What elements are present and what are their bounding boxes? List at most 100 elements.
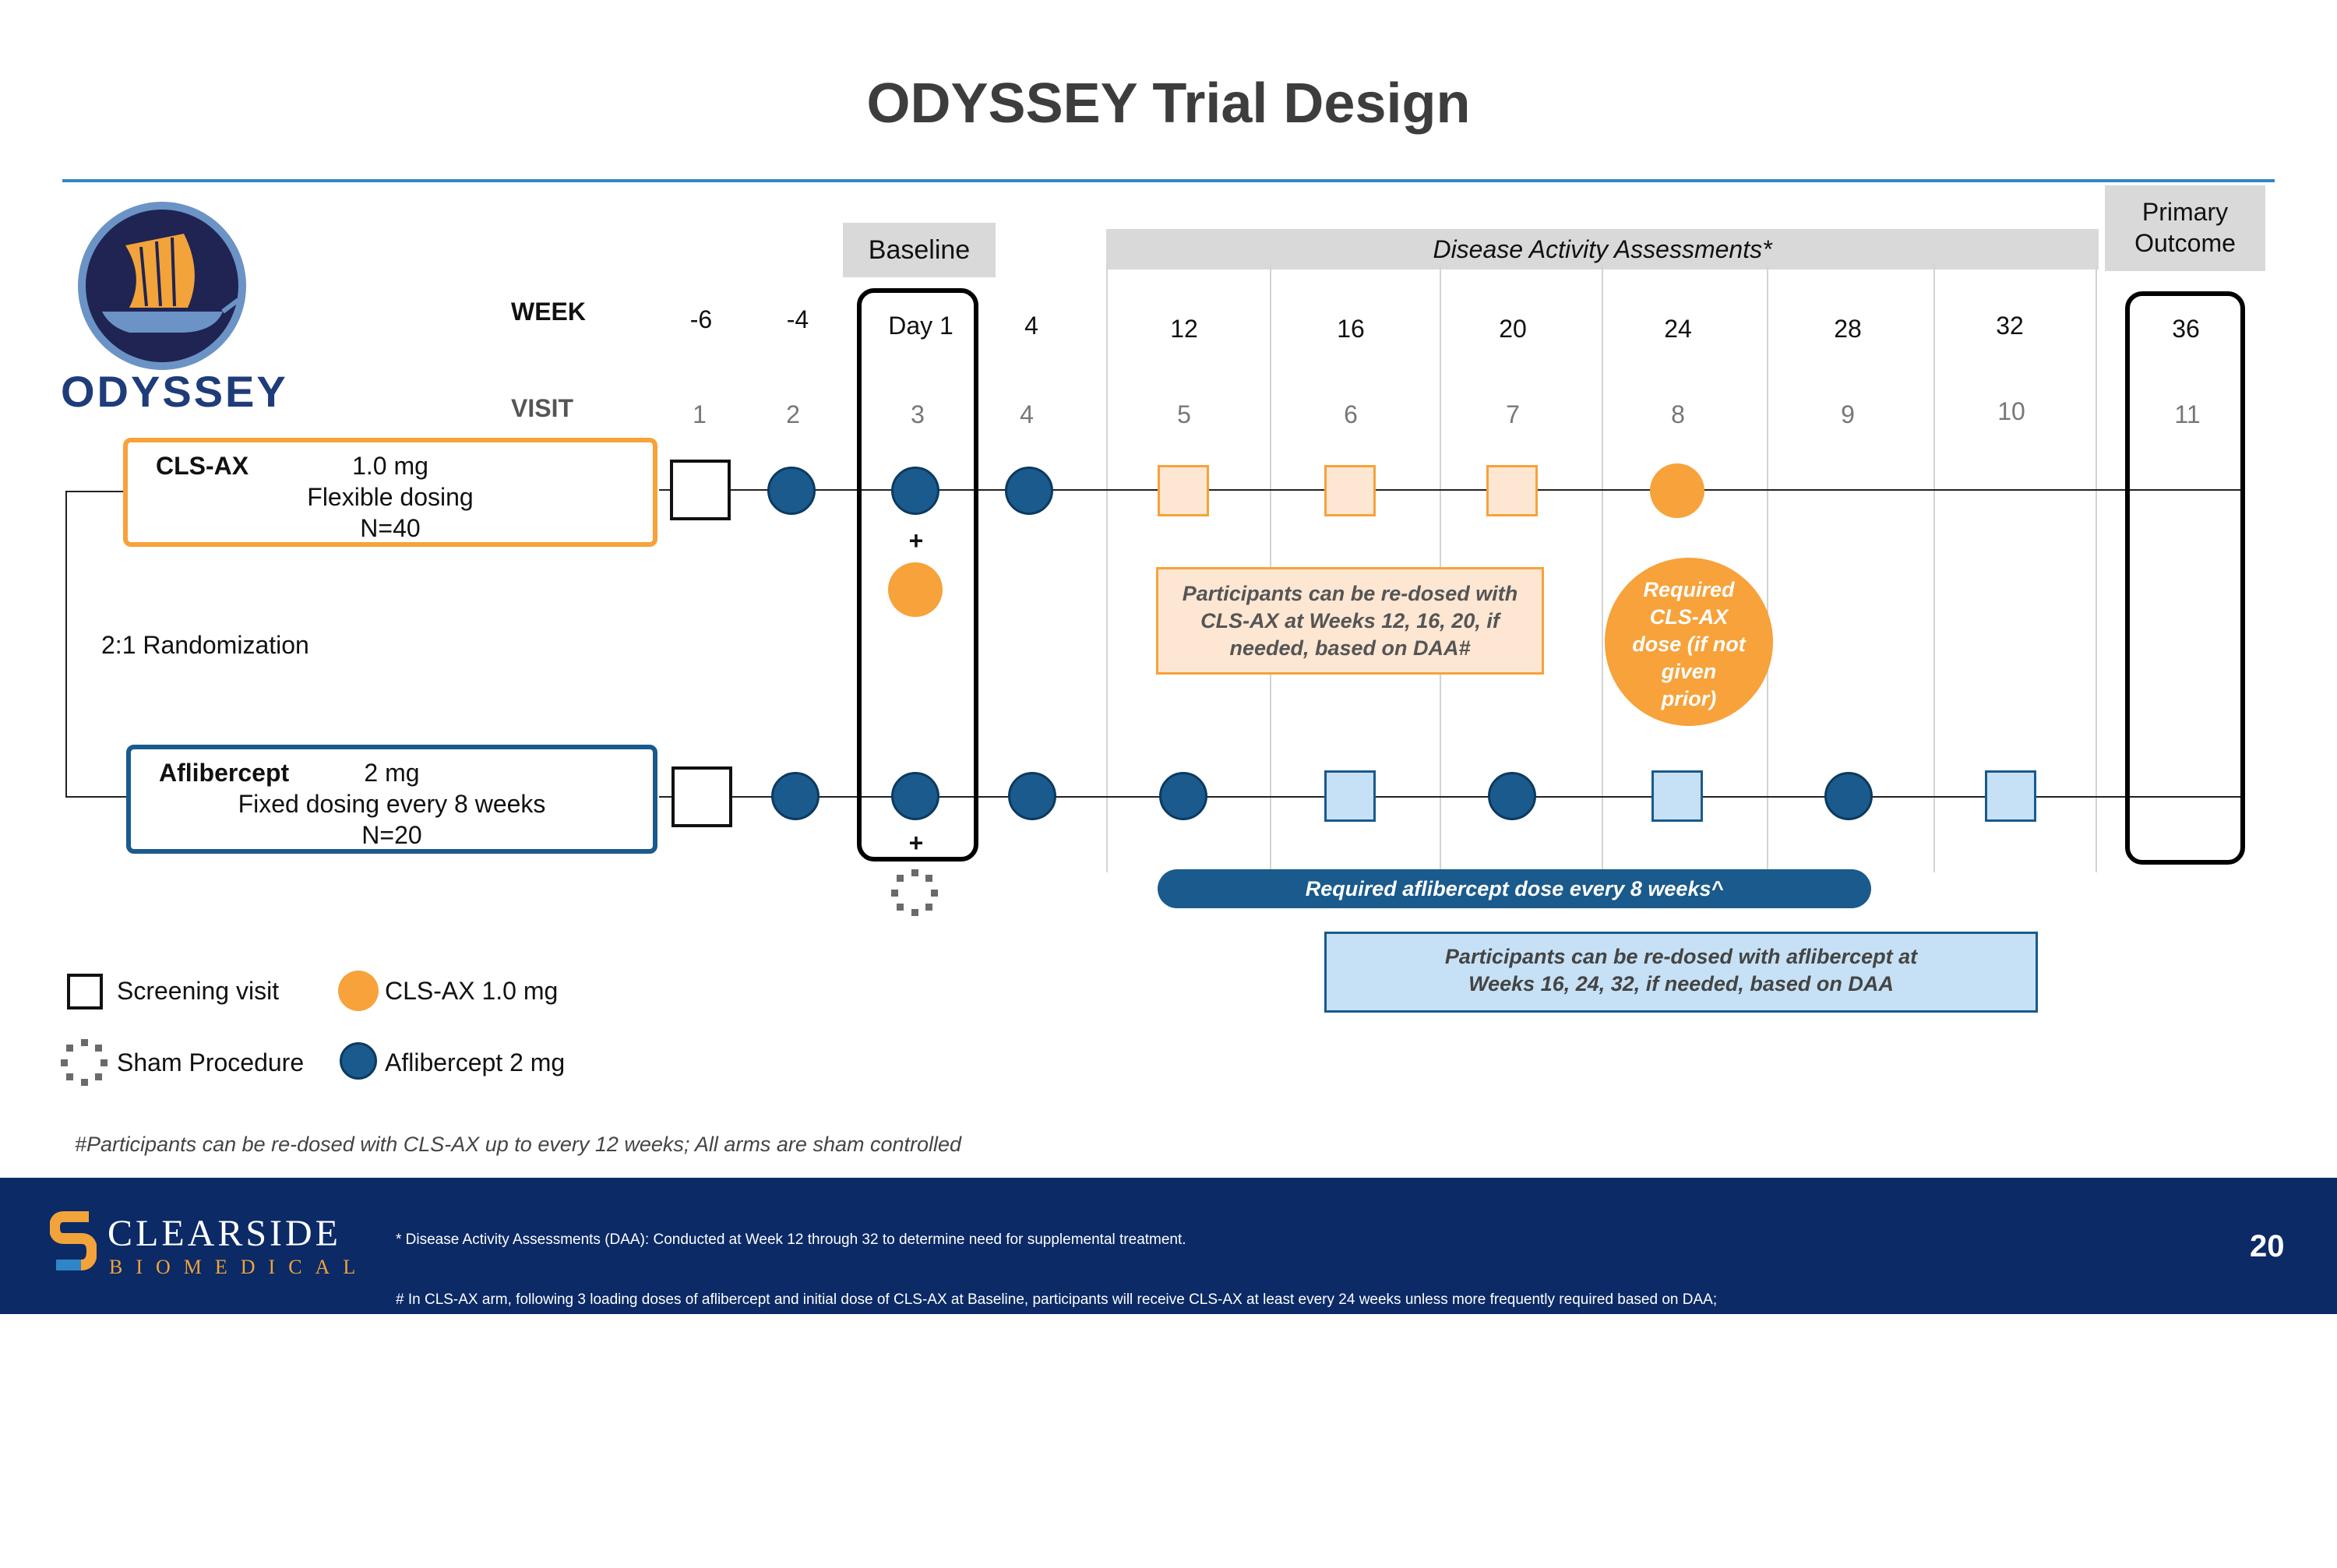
aflibercept-legend-label: Aflibercept 2 mg <box>385 1048 566 1076</box>
week-label: 16 <box>1337 315 1365 343</box>
clsax-dose-marker <box>1650 463 1704 518</box>
baseline-frame <box>857 288 978 862</box>
visit-row-label: VISIT <box>511 394 574 422</box>
clsax-redose-note-line: Participants can be re-dosed with <box>1182 582 1518 605</box>
clsax-arm-dose: 1.0 mg <box>352 452 428 480</box>
footer-bar <box>0 1178 2337 1314</box>
required-clsax-note: Required CLS-AX dose (if not given prior… <box>1605 558 1773 726</box>
footer-notes: * Disease Activity Assessments (DAA): Co… <box>396 1190 1717 1568</box>
aflibercept-arm-regimen: Fixed dosing every 8 weeks <box>238 790 546 818</box>
aflibercept-dose-marker <box>767 467 816 515</box>
clsax-redose-note-line: needed, based on DAA# <box>1229 636 1471 660</box>
aflibercept-redose-note-line: Weeks 16, 24, 32, if needed, based on DA… <box>1468 972 1894 995</box>
footer-note-line: ^ In aflibercept arm, following 3 loadin… <box>396 1470 1593 1486</box>
baseline-header: Baseline <box>843 223 996 277</box>
column-divider <box>1106 265 1108 872</box>
required-clsax-note-line: CLS-AX <box>1649 605 1729 629</box>
week-label: -6 <box>689 305 713 333</box>
required-clsax-note-line: dose (if not <box>1632 632 1746 656</box>
randomization-label: 2:1 Randomization <box>101 631 309 659</box>
visit-label: 4 <box>1020 400 1034 428</box>
sham-procedure-icon <box>890 868 939 918</box>
primary-outcome-line1: Primary <box>2141 198 2229 226</box>
footer-note-line: if disease is active, participant receiv… <box>396 1529 794 1546</box>
visit-label: 6 <box>1344 400 1358 428</box>
week-row-label: WEEK <box>511 298 586 326</box>
aflibercept-dose-marker <box>1005 467 1053 515</box>
screening-visit-marker <box>670 460 731 520</box>
sham-footnote: #Participants can be re-dosed with CLS-A… <box>75 1133 962 1156</box>
week-label: 24 <box>1664 315 1692 343</box>
title-divider <box>62 179 2275 182</box>
aflibercept-redose-note-line: Participants can be re-dosed with aflibe… <box>1444 945 1918 968</box>
odyssey-logo <box>59 199 277 417</box>
screening-legend-icon <box>67 974 103 1010</box>
clsax-arm-regimen: Flexible dosing <box>307 483 474 511</box>
clsax-dose-marker <box>888 562 943 617</box>
plus-sign: + <box>908 527 924 555</box>
primary-outcome-line2: Outcome <box>2134 229 2236 257</box>
column-divider <box>1602 265 1603 872</box>
aflibercept-daa-marker <box>1324 770 1376 822</box>
visit-label: 3 <box>911 400 925 428</box>
clsax-arm-n: N=40 <box>360 514 421 542</box>
aflibercept-daa-marker <box>1985 770 2036 822</box>
clsax-redose-note: Participants can be re-dosed with CLS-AX… <box>1156 567 1544 675</box>
visit-label: 1 <box>693 400 707 428</box>
footer-note-line: if disease is active and participant is … <box>396 1351 1167 1367</box>
sham-legend-icon <box>59 1038 109 1087</box>
week-label: 4 <box>1024 312 1038 340</box>
aflibercept-timeline <box>659 796 2240 798</box>
column-divider <box>2096 265 2097 872</box>
footer-note-line: if disease is active and participant is … <box>396 1410 1152 1427</box>
week-label: 32 <box>1996 312 2024 340</box>
aflibercept-dose-marker <box>771 772 820 820</box>
plus-sign: + <box>908 829 924 857</box>
aflibercept-arm-box: Aflibercept 2 mg Fixed dosing every 8 we… <box>126 745 657 854</box>
visit-label: 10 <box>1997 397 2025 425</box>
aflibercept-daa-marker <box>1651 770 1703 822</box>
clearside-logo-icon <box>48 1209 98 1279</box>
week-label: 36 <box>2172 315 2200 343</box>
required-clsax-note-line: prior) <box>1661 687 1717 710</box>
aflibercept-arm-n: N=20 <box>361 821 422 849</box>
odyssey-wordmark: ODYSSEY <box>61 367 288 416</box>
week-label: -4 <box>786 305 809 333</box>
aflibercept-dose-marker <box>891 467 939 515</box>
clsax-daa-marker <box>1486 465 1538 516</box>
clsax-daa-marker <box>1324 465 1376 516</box>
visit-label: 5 <box>1177 400 1191 428</box>
week-label: 20 <box>1499 315 1527 343</box>
visit-label: 9 <box>1841 400 1855 428</box>
required-clsax-note-line: Required <box>1643 578 1735 601</box>
visit-label: 2 <box>786 400 800 428</box>
week-label: 28 <box>1834 315 1862 343</box>
visit-label: 11 <box>2174 400 2201 428</box>
clsax-arm-drug: CLS-AX <box>156 452 249 480</box>
aflibercept-dose-marker <box>1824 772 1873 820</box>
primary-outcome-frame <box>2125 291 2245 865</box>
screening-legend-label: Screening visit <box>117 977 280 1005</box>
aflibercept-dose-marker <box>1008 772 1056 820</box>
required-clsax-note-line: given <box>1661 660 1717 683</box>
week-label: Day 1 <box>888 312 953 340</box>
clsax-legend-icon <box>338 971 379 1011</box>
clearside-wordmark: CLEARSIDE <box>108 1213 341 1254</box>
clsax-redose-note-line: CLS-AX at Weeks 12, 16, 20, if <box>1200 609 1500 632</box>
clsax-daa-marker <box>1158 465 1209 516</box>
page-title: ODYSSEY Trial Design <box>866 72 1471 135</box>
visit-label: 7 <box>1506 400 1520 428</box>
daa-header: Disease Activity Assessments* <box>1106 229 2099 270</box>
visit-label: 8 <box>1671 400 1685 428</box>
clsax-legend-label: CLS-AX 1.0 mg <box>385 977 559 1005</box>
aflibercept-redose-note: Participants can be re-dosed with aflibe… <box>1324 932 2038 1013</box>
column-divider <box>1767 265 1768 872</box>
clsax-arm-box: CLS-AX 1.0 mg Flexible dosing N=40 <box>123 438 657 547</box>
primary-outcome-header: Primary Outcome <box>2105 185 2265 271</box>
aflibercept-dose-marker <box>891 772 939 820</box>
sham-legend-label: Sham Procedure <box>117 1048 305 1076</box>
aflibercept-arm-dose: 2 mg <box>364 759 420 787</box>
aflibercept-dose-marker <box>1159 772 1207 820</box>
footer-note-line: # In CLS-AX arm, following 3 loading dos… <box>396 1291 1718 1308</box>
screening-visit-marker <box>671 766 732 827</box>
